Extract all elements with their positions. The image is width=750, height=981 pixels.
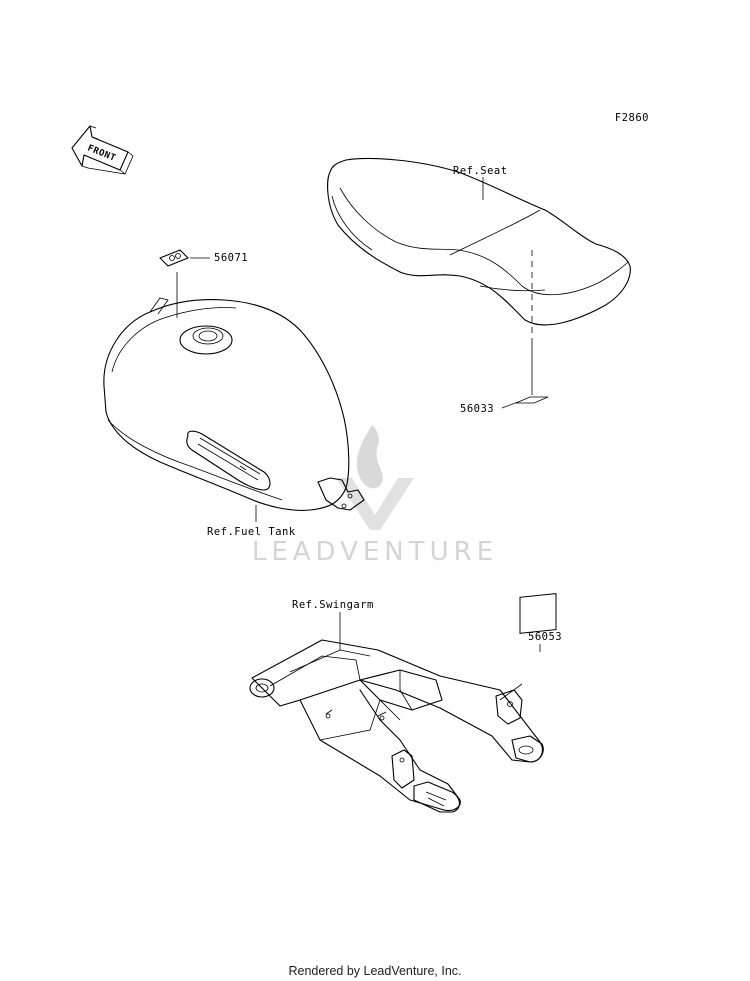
seat-label-sticker: [515, 396, 549, 404]
tank-label-sticker: [159, 249, 189, 267]
fuel-cap: [179, 325, 233, 355]
swingarm-ref-label: Ref.Swingarm: [292, 599, 374, 611]
leadventure-watermark: LEADVENTURE: [252, 425, 498, 567]
watermark-flame-icon: [356, 425, 383, 489]
swingarm-label-location-leader: [499, 683, 523, 701]
fuel-tank-illustration: [103, 297, 365, 511]
seat-part-leader: [501, 401, 519, 409]
watermark-text: LEADVENTURE: [252, 537, 498, 567]
swingarm-illustration: [249, 639, 544, 813]
fuel-tank-ref-label: Ref.Fuel Tank: [207, 526, 296, 538]
seat-illustration: [327, 157, 631, 326]
front-arrow: FRONT: [71, 125, 134, 175]
tank-part-number: 56071: [214, 252, 248, 264]
seat-part-number: 56033: [460, 403, 494, 415]
seat-ref-label: Ref.Seat: [453, 165, 508, 177]
figure-code: F2860: [615, 112, 649, 124]
swingarm-label-sticker: [519, 593, 557, 634]
front-arrow-label: FRONT: [86, 144, 117, 164]
swingarm-part-number: 56053: [528, 631, 562, 643]
footer-credit: Rendered by LeadVenture, Inc.: [288, 964, 461, 978]
